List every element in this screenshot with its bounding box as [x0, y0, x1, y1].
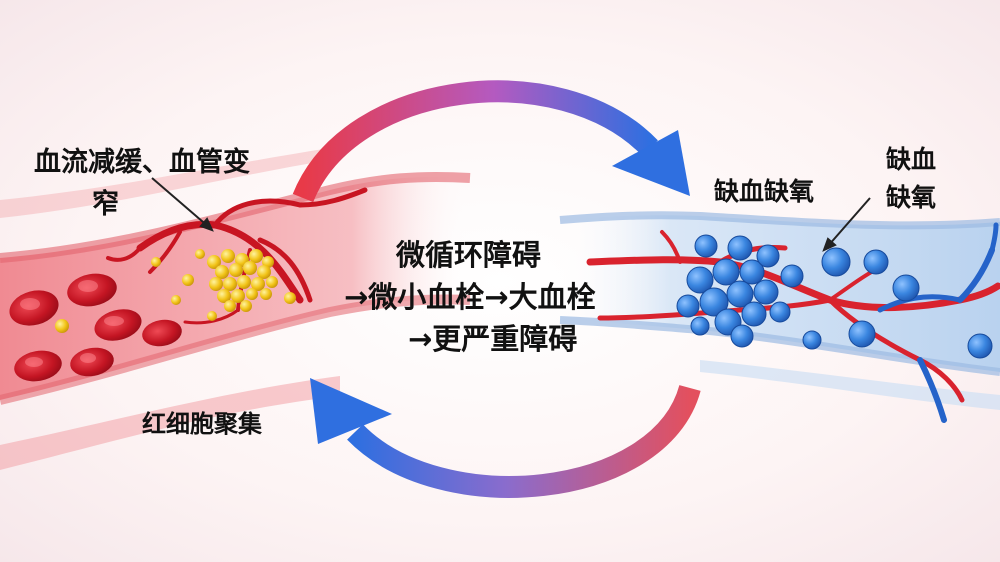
pointer-lines [151, 177, 871, 252]
platelet-dot [55, 319, 69, 333]
platelet-dot [262, 256, 274, 268]
platelet-dot [207, 255, 221, 269]
platelet-dot [251, 277, 265, 291]
blue-cell [690, 316, 710, 336]
blue-cell [676, 294, 700, 318]
vessel-narrowing-label-line2: 窄 [92, 189, 119, 220]
platelet-dot [221, 249, 235, 263]
platelet-dot [215, 265, 229, 279]
blue-cell [726, 280, 754, 308]
platelet-dot [266, 276, 278, 288]
platelet-dot [217, 289, 231, 303]
platelet-dot [182, 274, 194, 286]
blue-cell [769, 301, 791, 323]
platelet-dot [257, 265, 271, 279]
platelet-dot [209, 277, 223, 291]
ischemic-blue-cells [676, 234, 993, 359]
center-label-line3: →更严重障碍 [408, 322, 578, 356]
blue-cell [712, 258, 740, 286]
bottom-curved-arrow [310, 378, 701, 498]
center-label-line1: 微循环障碍 [396, 238, 542, 272]
platelet-dot [249, 249, 263, 263]
blue-cell [848, 320, 876, 348]
blue-cell [686, 266, 714, 294]
blue-cell [739, 259, 765, 285]
platelet-dot [240, 300, 252, 312]
platelet-dot [151, 257, 161, 267]
platelet-dot [246, 288, 258, 300]
top-curved-arrow [292, 80, 690, 203]
yellow-clot-cluster [55, 249, 296, 333]
blue-cell [802, 330, 822, 350]
platelet-dot [284, 292, 296, 304]
platelet-dot [260, 288, 272, 300]
blue-cell [753, 279, 779, 305]
blue-cell [892, 274, 920, 302]
platelet-dot [237, 275, 251, 289]
blue-cell [730, 324, 754, 348]
blue-cell [821, 247, 851, 277]
ischemia-label: 缺血缺氧 [714, 177, 815, 206]
blue-cell [756, 244, 780, 268]
blue-cell [967, 333, 993, 359]
platelet-dot [224, 300, 236, 312]
rbc-highlights [20, 280, 124, 367]
platelet-dot [223, 277, 237, 291]
blue-cell [863, 249, 889, 275]
blue-cell [780, 264, 804, 288]
blue-cell [741, 301, 767, 327]
platelet-dot [243, 261, 257, 275]
platelet-dot [195, 249, 205, 259]
platelet-dot [171, 295, 181, 305]
platelet-dot [231, 289, 245, 303]
blue-cell [694, 234, 718, 258]
platelet-dot [207, 311, 217, 321]
left-capillaries [106, 187, 368, 325]
ischemia-side-label-line2: 缺氧 [886, 183, 937, 212]
center-label-line2: →微小血栓→大血栓 [344, 280, 596, 314]
blue-cell [727, 235, 753, 261]
right-capillaries [586, 222, 1000, 423]
platelet-dot [229, 263, 243, 277]
rbc-aggregation-label: 红细胞聚集 [142, 410, 262, 438]
vessel-narrowing-label-line1: 血流减缓、血管变 [34, 147, 250, 178]
blue-cell [699, 287, 729, 317]
ischemia-side-label-line1: 缺血 [886, 145, 937, 174]
